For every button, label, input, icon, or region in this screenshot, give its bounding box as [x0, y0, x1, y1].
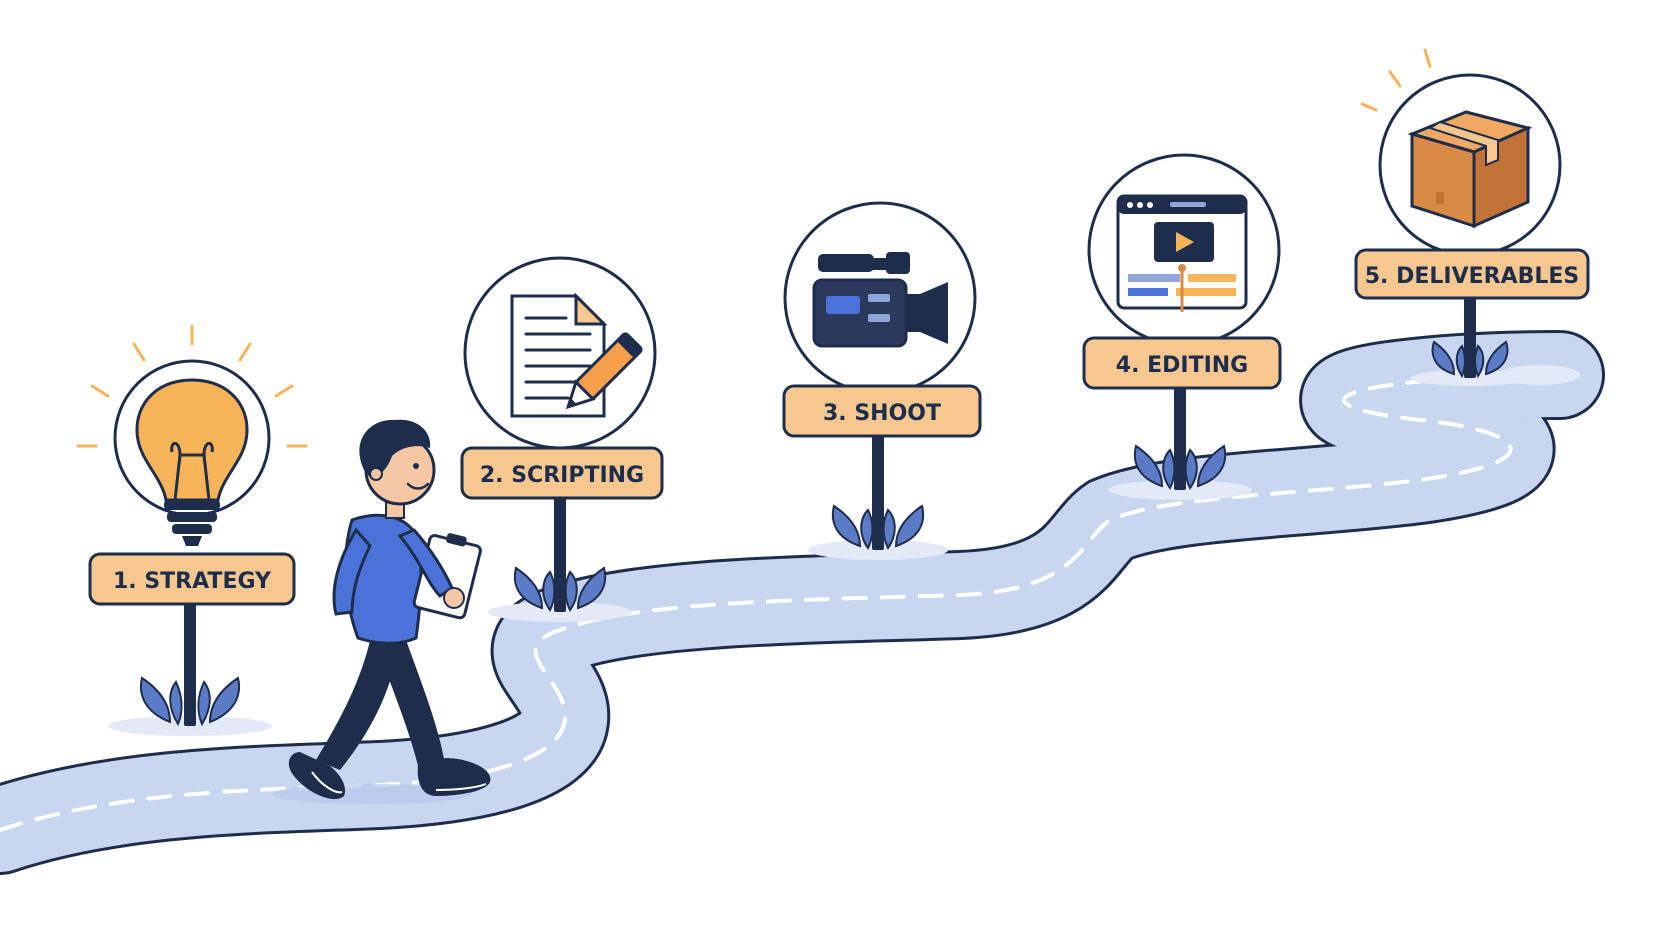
lightbulb-icon	[76, 324, 308, 546]
plant-icon	[513, 566, 607, 612]
walking-person-with-clipboard-icon	[272, 419, 491, 804]
sign-post	[554, 496, 566, 612]
document-pencil-icon	[463, 256, 657, 450]
step-label: 4. EDITING	[1116, 353, 1248, 378]
step-label: 3. SHOOT	[823, 401, 941, 426]
sign-board-editing: 4. EDITING	[1082, 336, 1282, 390]
sign-post	[1464, 298, 1476, 378]
step-editing: 4. EDITING	[1082, 153, 1282, 500]
light-rays	[76, 324, 308, 448]
sign-board-shoot: 3. SHOOT	[782, 384, 982, 438]
video-camera-icon	[783, 201, 977, 395]
sign-board-strategy: 1. STRATEGY	[88, 552, 296, 606]
step-label: 1. STRATEGY	[113, 569, 272, 594]
sign-post	[872, 436, 884, 550]
plant-icon	[140, 676, 240, 727]
plant-icon	[1133, 444, 1227, 490]
sign-board-scripting: 2. SCRIPTING	[460, 446, 664, 500]
step-deliverables: 5. DELIVERABLES	[1354, 48, 1590, 386]
step-label: 5. DELIVERABLES	[1365, 264, 1580, 289]
sign-post	[1174, 388, 1186, 490]
package-box-icon	[1360, 48, 1562, 257]
light-rays	[1360, 48, 1432, 112]
plant-icon	[1431, 340, 1509, 379]
sign-post	[184, 600, 196, 726]
plant-icon	[831, 504, 925, 550]
video-editor-icon	[1087, 153, 1281, 347]
step-scripting: 2. SCRIPTING	[460, 256, 664, 622]
step-label: 2. SCRIPTING	[480, 463, 644, 488]
step-shoot: 3. SHOOT	[782, 201, 982, 560]
step-strategy: 1. STRATEGY	[76, 324, 308, 736]
sign-board-deliverables: 5. DELIVERABLES	[1354, 248, 1590, 300]
